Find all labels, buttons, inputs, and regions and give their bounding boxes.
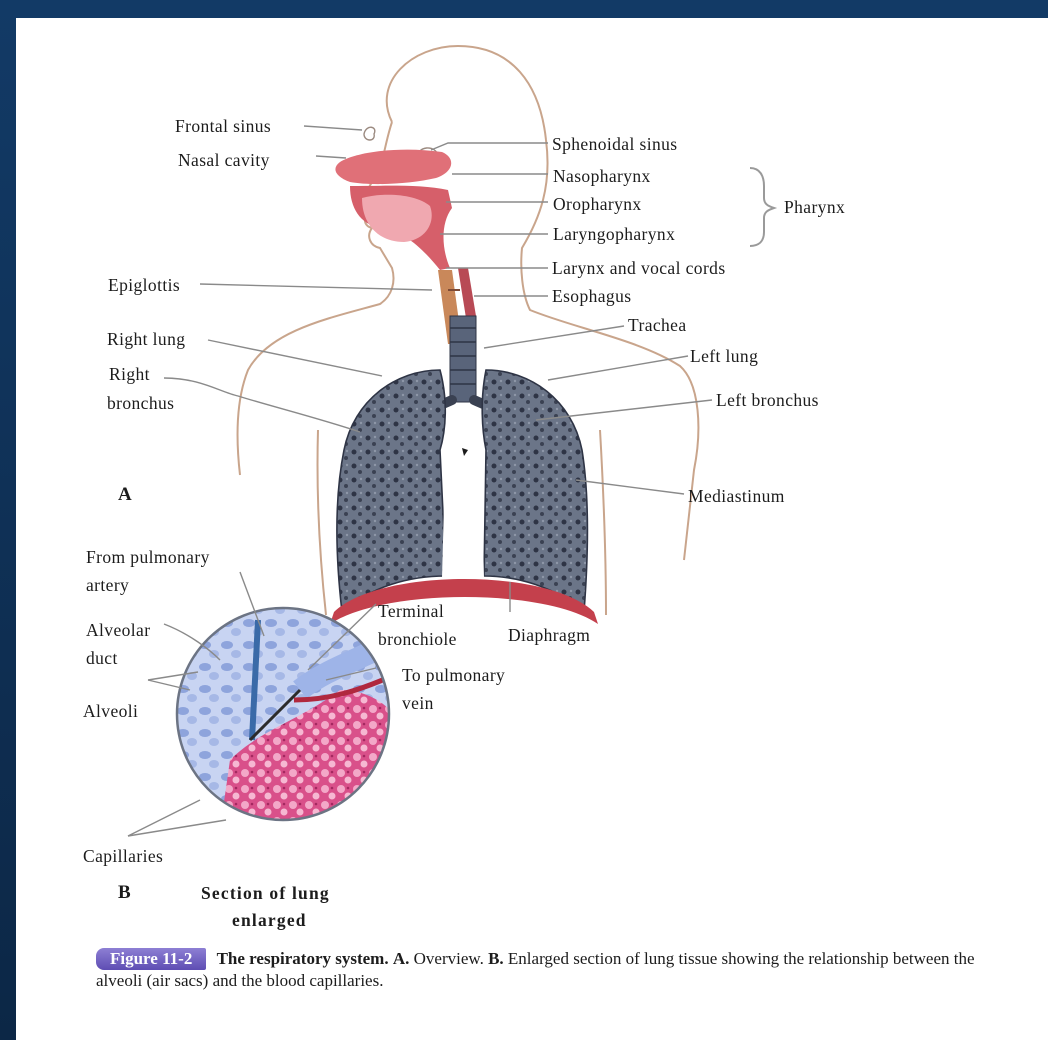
label-pharynx: Pharynx [784,197,845,217]
label-right-bronchus-line2: bronchus [107,393,174,413]
panel-label-a: A [118,484,132,505]
label-laryngopharynx: Laryngopharynx [553,224,675,244]
label-larynx-vocal-cords: Larynx and vocal cords [552,258,726,278]
label-terminal-line1: Terminal [378,601,444,621]
label-terminal-line2: bronchiole [378,629,457,649]
label-esophagus: Esophagus [552,286,631,306]
label-sphenoidal-sinus: Sphenoidal sinus [552,134,678,154]
label-right-bronchus-line1: Right [109,364,150,384]
label-alveoli: Alveoli [83,701,138,721]
figure-number-badge: Figure 11-2 [96,948,206,970]
caption-part-a-label: A. [393,949,410,968]
head-airway [335,127,476,344]
label-left-bronchus: Left bronchus [716,390,819,410]
label-nasal-cavity: Nasal cavity [178,150,270,170]
lung-section-circle [170,600,410,830]
respiratory-system-diagram: Frontal sinus Nasal cavity Sphenoidal si… [16,18,1048,1040]
label-frontal-sinus: Frontal sinus [175,116,271,136]
lungs [337,370,588,612]
panel-label-b: B [118,882,131,903]
label-alveolar-line2: duct [86,648,118,668]
label-nasopharynx: Nasopharynx [553,166,651,186]
pharynx-brace [750,168,774,246]
label-to-pulmonary-line1: To pulmonary [402,665,505,685]
label-from-pulmonary-line2: artery [86,575,129,595]
label-section-line2: enlarged [232,910,307,930]
label-left-lung: Left lung [690,346,758,366]
label-alveolar-line1: Alveolar [86,620,150,640]
caption-title: The respiratory system. [217,949,389,968]
label-section-line1: Section of lung [201,883,330,903]
caption-part-b-label: B. [488,949,504,968]
label-mediastinum: Mediastinum [688,486,785,506]
caption-part-a-text: Overview. [414,949,484,968]
label-capillaries: Capillaries [83,846,163,866]
label-right-lung: Right lung [107,329,185,349]
label-diaphragm: Diaphragm [508,625,590,645]
label-from-pulmonary-line1: From pulmonary [86,547,210,567]
label-oropharynx: Oropharynx [553,194,642,214]
label-to-pulmonary-line2: vein [402,693,434,713]
label-trachea: Trachea [628,315,687,335]
label-epiglottis: Epiglottis [108,275,180,295]
textbook-page: Frontal sinus Nasal cavity Sphenoidal si… [16,18,1048,1040]
figure-caption: Figure 11-2 The respiratory system. A. O… [96,948,996,992]
